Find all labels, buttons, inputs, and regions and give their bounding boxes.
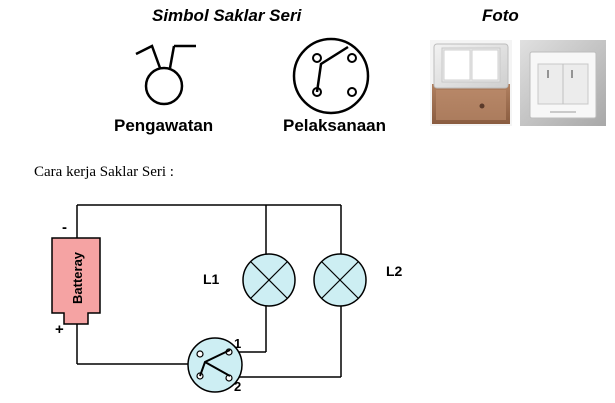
- terminal-1-label: 1: [234, 336, 241, 351]
- terminal-2-label: 2: [234, 379, 241, 394]
- lamp-l1-icon: [242, 253, 296, 307]
- implementation-symbol-icon: [292, 37, 370, 115]
- lamp-l2-icon: [313, 253, 367, 307]
- wiring-label: Pengawatan: [114, 116, 214, 135]
- minus-sign: -: [62, 219, 67, 236]
- lamp-l1-label: L1: [203, 271, 220, 287]
- symbol-title: Simbol Saklar Seri: [152, 6, 302, 25]
- implementation-label: Pelaksanaan: [283, 116, 387, 135]
- caption: Cara kerja Saklar Seri :: [34, 164, 174, 180]
- series-switch-icon: [187, 337, 243, 393]
- plus-sign: +: [55, 321, 64, 338]
- lamp-l2-label: L2: [386, 263, 403, 279]
- battery-icon: [51, 237, 101, 325]
- circuit-wires: [76, 204, 342, 378]
- wiring-symbol-icon: [135, 44, 196, 106]
- switch-photo-box: [430, 40, 512, 126]
- switch-photo-plate: [520, 40, 606, 126]
- photo-title: Foto: [482, 6, 519, 25]
- battery-label: Batteray: [70, 251, 85, 304]
